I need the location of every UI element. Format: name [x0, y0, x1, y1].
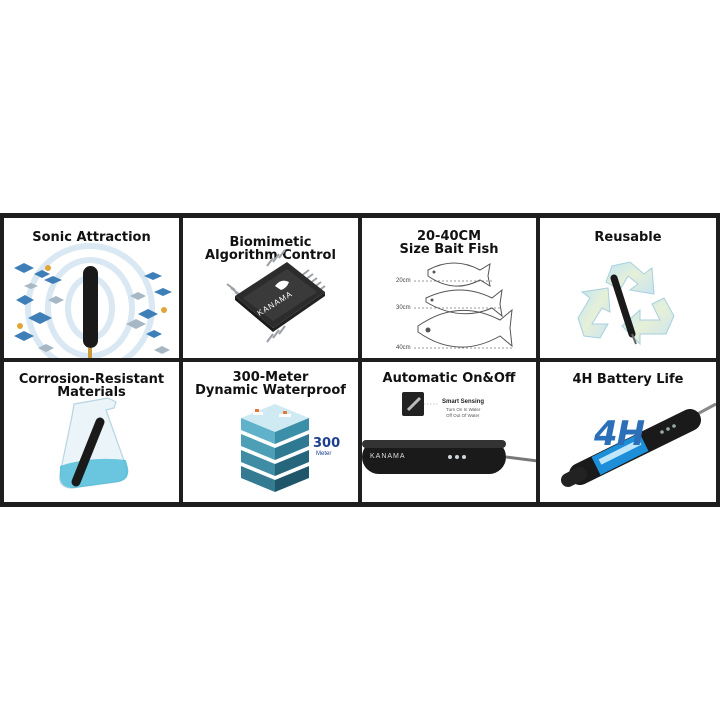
feature-grid: Sonic Attraction — [0, 213, 720, 507]
size-label-30cm: 30cm — [396, 305, 411, 311]
sensing-line-on: Turn On In Water — [446, 407, 481, 412]
battery-4h-label: 4H — [594, 414, 645, 454]
tile-waterproof: 300-Meter Dynamic Waterproof 300 Meter — [183, 362, 358, 502]
depth-unit: Meter — [316, 451, 332, 457]
tile-title: Sonic Attraction — [32, 230, 151, 245]
tile-sonic-attraction: Sonic Attraction — [4, 218, 179, 358]
tile-title: 20-40CM Size Bait Fish — [399, 229, 499, 257]
beaker-device-illustration — [59, 397, 129, 489]
smart-sensing-title: Smart Sensing — [442, 399, 485, 405]
tile-title: 4H Battery Life — [572, 372, 684, 387]
tile-corrosion-resistant: Corrosion-Resistant Materials — [4, 362, 179, 502]
tile-automatic-on-off: Automatic On&Off Smart Sensing Turn On I… — [362, 362, 536, 502]
depth-layers-illustration — [241, 404, 309, 492]
tile-reusable: Reusable — [540, 218, 716, 358]
tile-title: Corrosion-Resistant Materials — [18, 372, 165, 400]
fish-size-illustration — [414, 262, 513, 349]
device-illustration — [362, 392, 536, 474]
tile-biomimetic-control: Biomimetic Algorithm Control KANAMA — [183, 218, 358, 358]
recycle-icon — [577, 261, 675, 346]
battery-device-illustration — [561, 402, 716, 487]
depth-value: 300 — [313, 436, 341, 451]
tile-battery-life: 4H Battery Life 4H — [540, 362, 716, 502]
tile-title: Reusable — [594, 230, 662, 245]
device-logo: KANAMA — [370, 453, 406, 460]
sensing-line-off: Off Out Of Water — [446, 413, 480, 418]
size-label-40cm: 40cm — [396, 345, 411, 351]
size-label-20cm: 20cm — [396, 278, 411, 284]
tile-title: 300-Meter Dynamic Waterproof — [195, 370, 346, 398]
sonic-fish-illustration — [14, 243, 172, 358]
tile-title: Biomimetic Algorithm Control — [205, 235, 336, 263]
tile-bait-fish-size: 20-40CM Size Bait Fish 20cm 30cm 40cm — [362, 218, 536, 358]
tile-title: Automatic On&Off — [382, 371, 516, 386]
chip-illustration — [226, 249, 326, 343]
